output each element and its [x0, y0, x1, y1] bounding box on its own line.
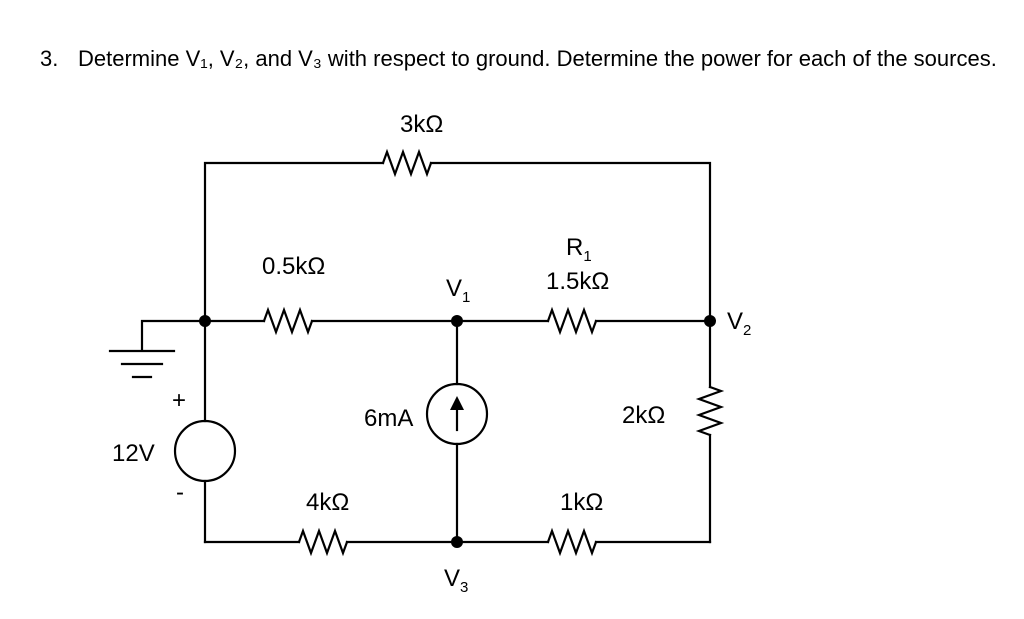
resistor-2k-symbol [695, 385, 725, 437]
label-voltage-source: 12V [112, 440, 155, 467]
left-branch [173, 319, 237, 544]
label-node-v3: V3 [444, 565, 468, 596]
resistor-1k-symbol [546, 527, 598, 557]
node-v2-dot [704, 315, 716, 327]
label-r1-name: R1 [566, 234, 592, 265]
label-resistor-2k: 2kΩ [622, 402, 665, 429]
node-v3-dot [451, 536, 463, 548]
bottom-branch [203, 527, 712, 557]
center-branch [425, 319, 489, 544]
top-branch [203, 148, 712, 323]
label-resistor-r1-value: 1.5kΩ [546, 268, 609, 295]
label-resistor-0.5k: 0.5kΩ [262, 253, 325, 280]
node-v1-dot [451, 315, 463, 327]
resistor-r1-symbol [546, 306, 598, 336]
resistor-3k-symbol [381, 148, 433, 178]
node-ground-junction [199, 315, 211, 327]
voltage-source-symbol [173, 419, 237, 483]
middle-branch [203, 306, 712, 336]
label-current-source: 6mA [364, 405, 413, 432]
label-node-v1: V1 [446, 275, 470, 306]
problem-number: 3. [40, 46, 59, 71]
resistor-0.5k-symbol [262, 306, 314, 336]
label-voltage-minus: - [176, 479, 184, 506]
label-node-v2: V2 [727, 308, 751, 339]
ground-symbol [108, 319, 207, 379]
problem-text: Determine V₁, V₂, and V₃ with respect to… [78, 46, 997, 71]
resistor-4k-symbol [297, 527, 349, 557]
right-branch [695, 319, 725, 544]
label-resistor-3k: 3kΩ [400, 111, 443, 138]
label-resistor-1k: 1kΩ [560, 489, 603, 516]
label-voltage-plus: + [172, 387, 186, 414]
current-arrowhead-icon [450, 396, 464, 410]
label-resistor-4k: 4kΩ [306, 489, 349, 516]
